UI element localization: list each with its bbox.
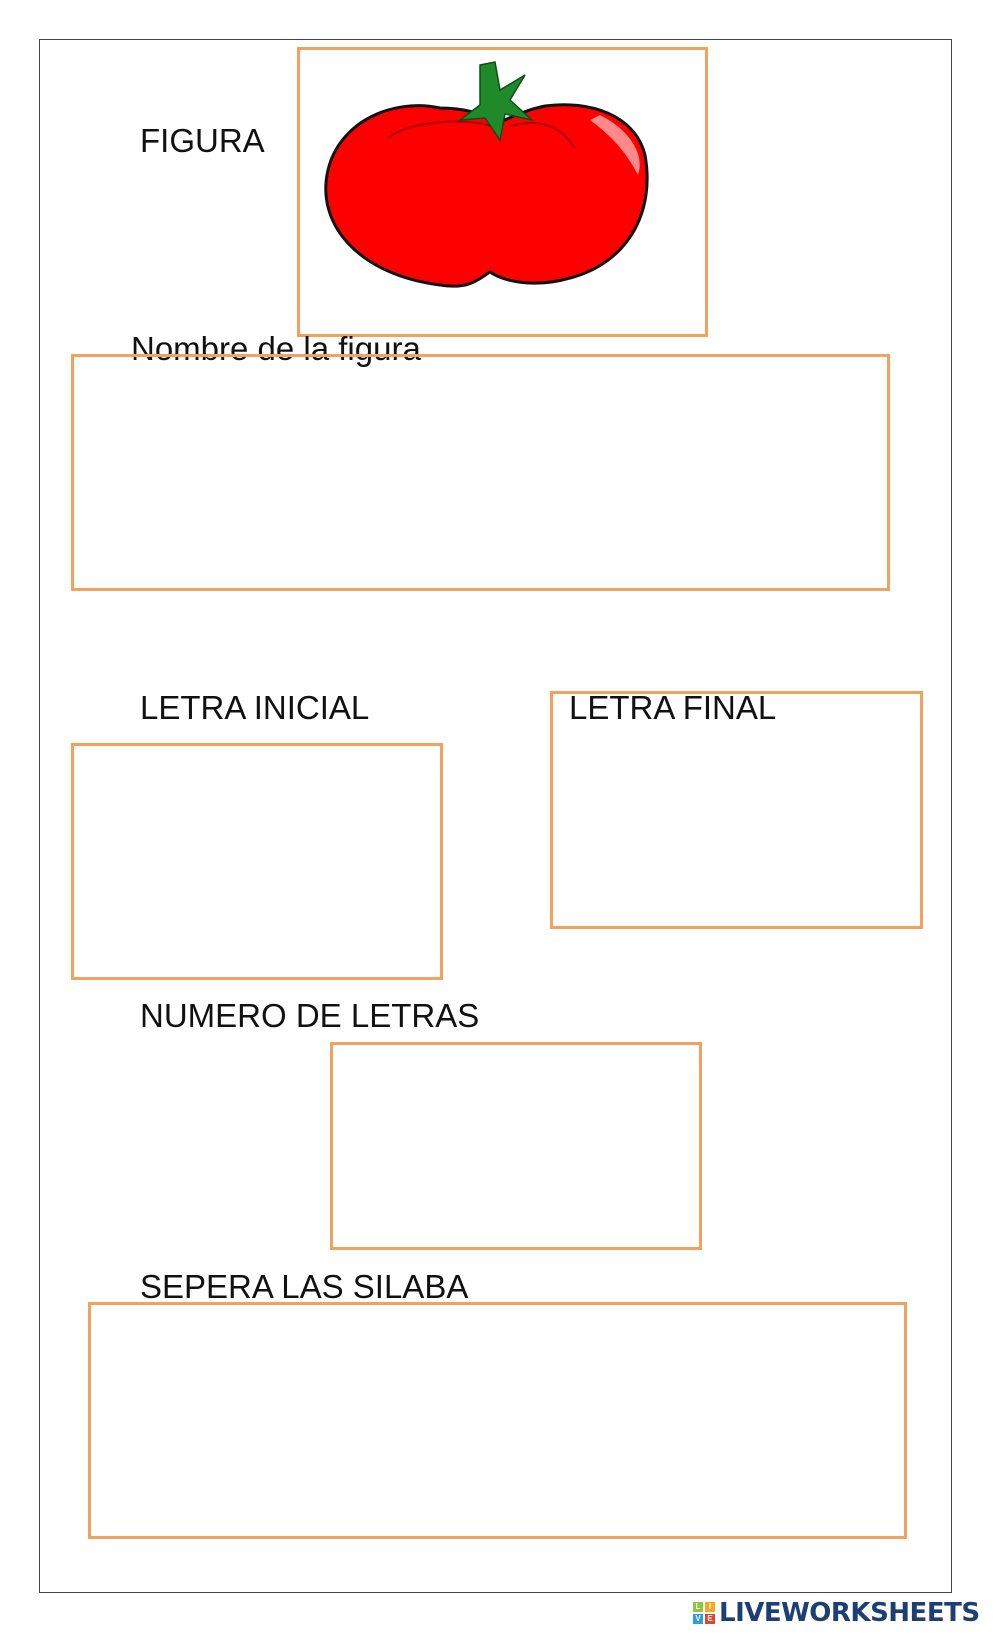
final-letter-label: LETRA FINAL — [569, 689, 777, 726]
initial-letter-answer-box[interactable] — [71, 743, 443, 980]
letter-count-answer-box[interactable] — [330, 1042, 702, 1250]
name-answer-box[interactable] — [71, 354, 890, 591]
figure-label: FIGURA — [140, 122, 265, 159]
initial-letter-label: LETRA INICIAL — [140, 689, 370, 726]
logo-text: LIVEWORKSHEETS — [719, 1598, 980, 1628]
syllables-answer-box[interactable] — [88, 1302, 907, 1539]
letter-count-label: NUMERO DE LETRAS — [140, 997, 480, 1034]
final-letter-answer-box[interactable] — [550, 691, 923, 929]
name-label: Nombre de la figura — [131, 330, 421, 367]
worksheet-page — [39, 39, 952, 1593]
syllables-label: SEPERA LAS SILABA — [140, 1268, 469, 1305]
figure-image-frame — [297, 47, 708, 337]
tomato-image — [324, 61, 649, 288]
